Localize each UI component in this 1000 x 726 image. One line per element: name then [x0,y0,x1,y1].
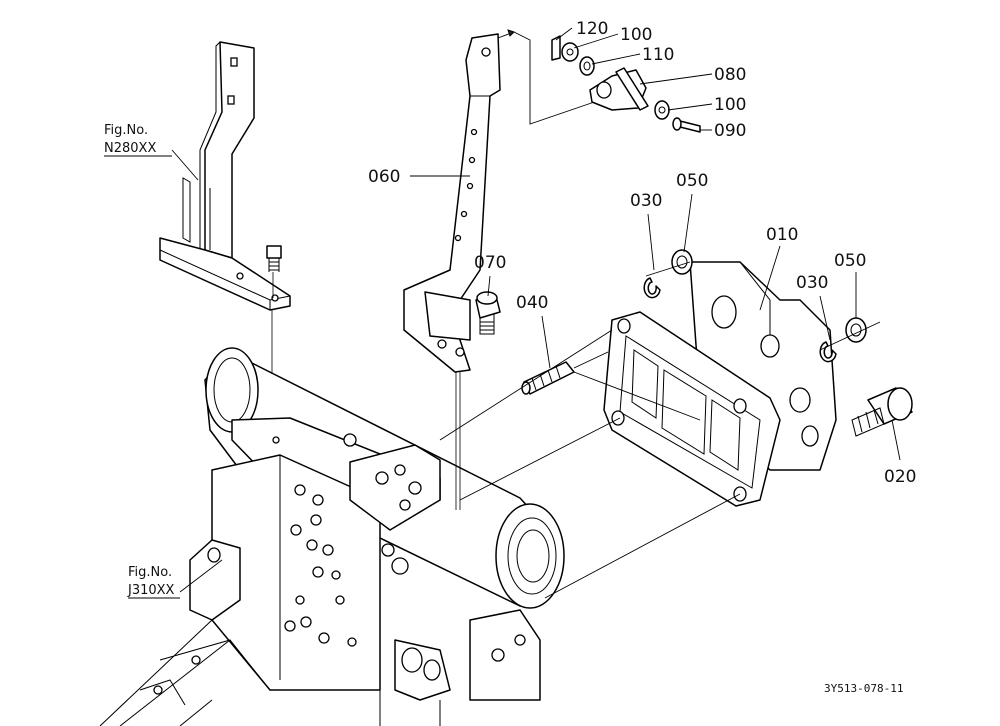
figure-ref-top-line1: Fig.No. [104,123,148,138]
o-ring-050-a [671,249,693,275]
lever-060 [403,29,515,510]
callout-050-a: 050 [676,171,708,191]
snap-ring-030-b [819,341,837,363]
callout-010: 010 [766,225,798,245]
figure-ref-bottom-line1: Fig.No. [128,565,172,580]
snap-ring-030-a [643,277,661,299]
callout-100-b: 100 [714,95,746,115]
bracket-n280xx [159,41,291,311]
callout-060: 060 [368,167,400,187]
housing-holes [284,484,409,647]
bolt-070 [475,291,501,335]
callout-050-b: 050 [834,251,866,271]
bolt-020 [851,387,913,437]
valve-body-010 [439,261,837,599]
callout-120: 120 [576,19,608,39]
callout-090: 090 [714,121,746,141]
drawing-code: 3Y513-078-11 [824,682,903,695]
figure-ref-top-line2: N280XX [104,141,156,156]
stud-040 [521,351,609,395]
callout-030-a: 030 [630,191,662,211]
figure-ref-n280xx: Fig.No. N280XX [104,123,172,157]
callout-110: 110 [642,45,674,65]
callout-080: 080 [714,65,746,85]
callout-070: 070 [474,253,506,273]
callout-100-a: 100 [620,25,652,45]
callout-labels: 120 100 110 080 100 090 060 070 040 030 … [368,19,916,487]
linkage-assembly [513,31,701,133]
callout-020: 020 [884,467,916,487]
bracket-bolt [266,245,282,298]
callout-040: 040 [516,293,548,313]
callout-leaders [171,27,901,593]
figure-ref-j310xx: Fig.No. J310XX [127,565,180,599]
housing-j310xx [99,347,565,726]
figure-ref-bottom-line2: J310XX [127,583,175,598]
callout-030-b: 030 [796,273,828,293]
